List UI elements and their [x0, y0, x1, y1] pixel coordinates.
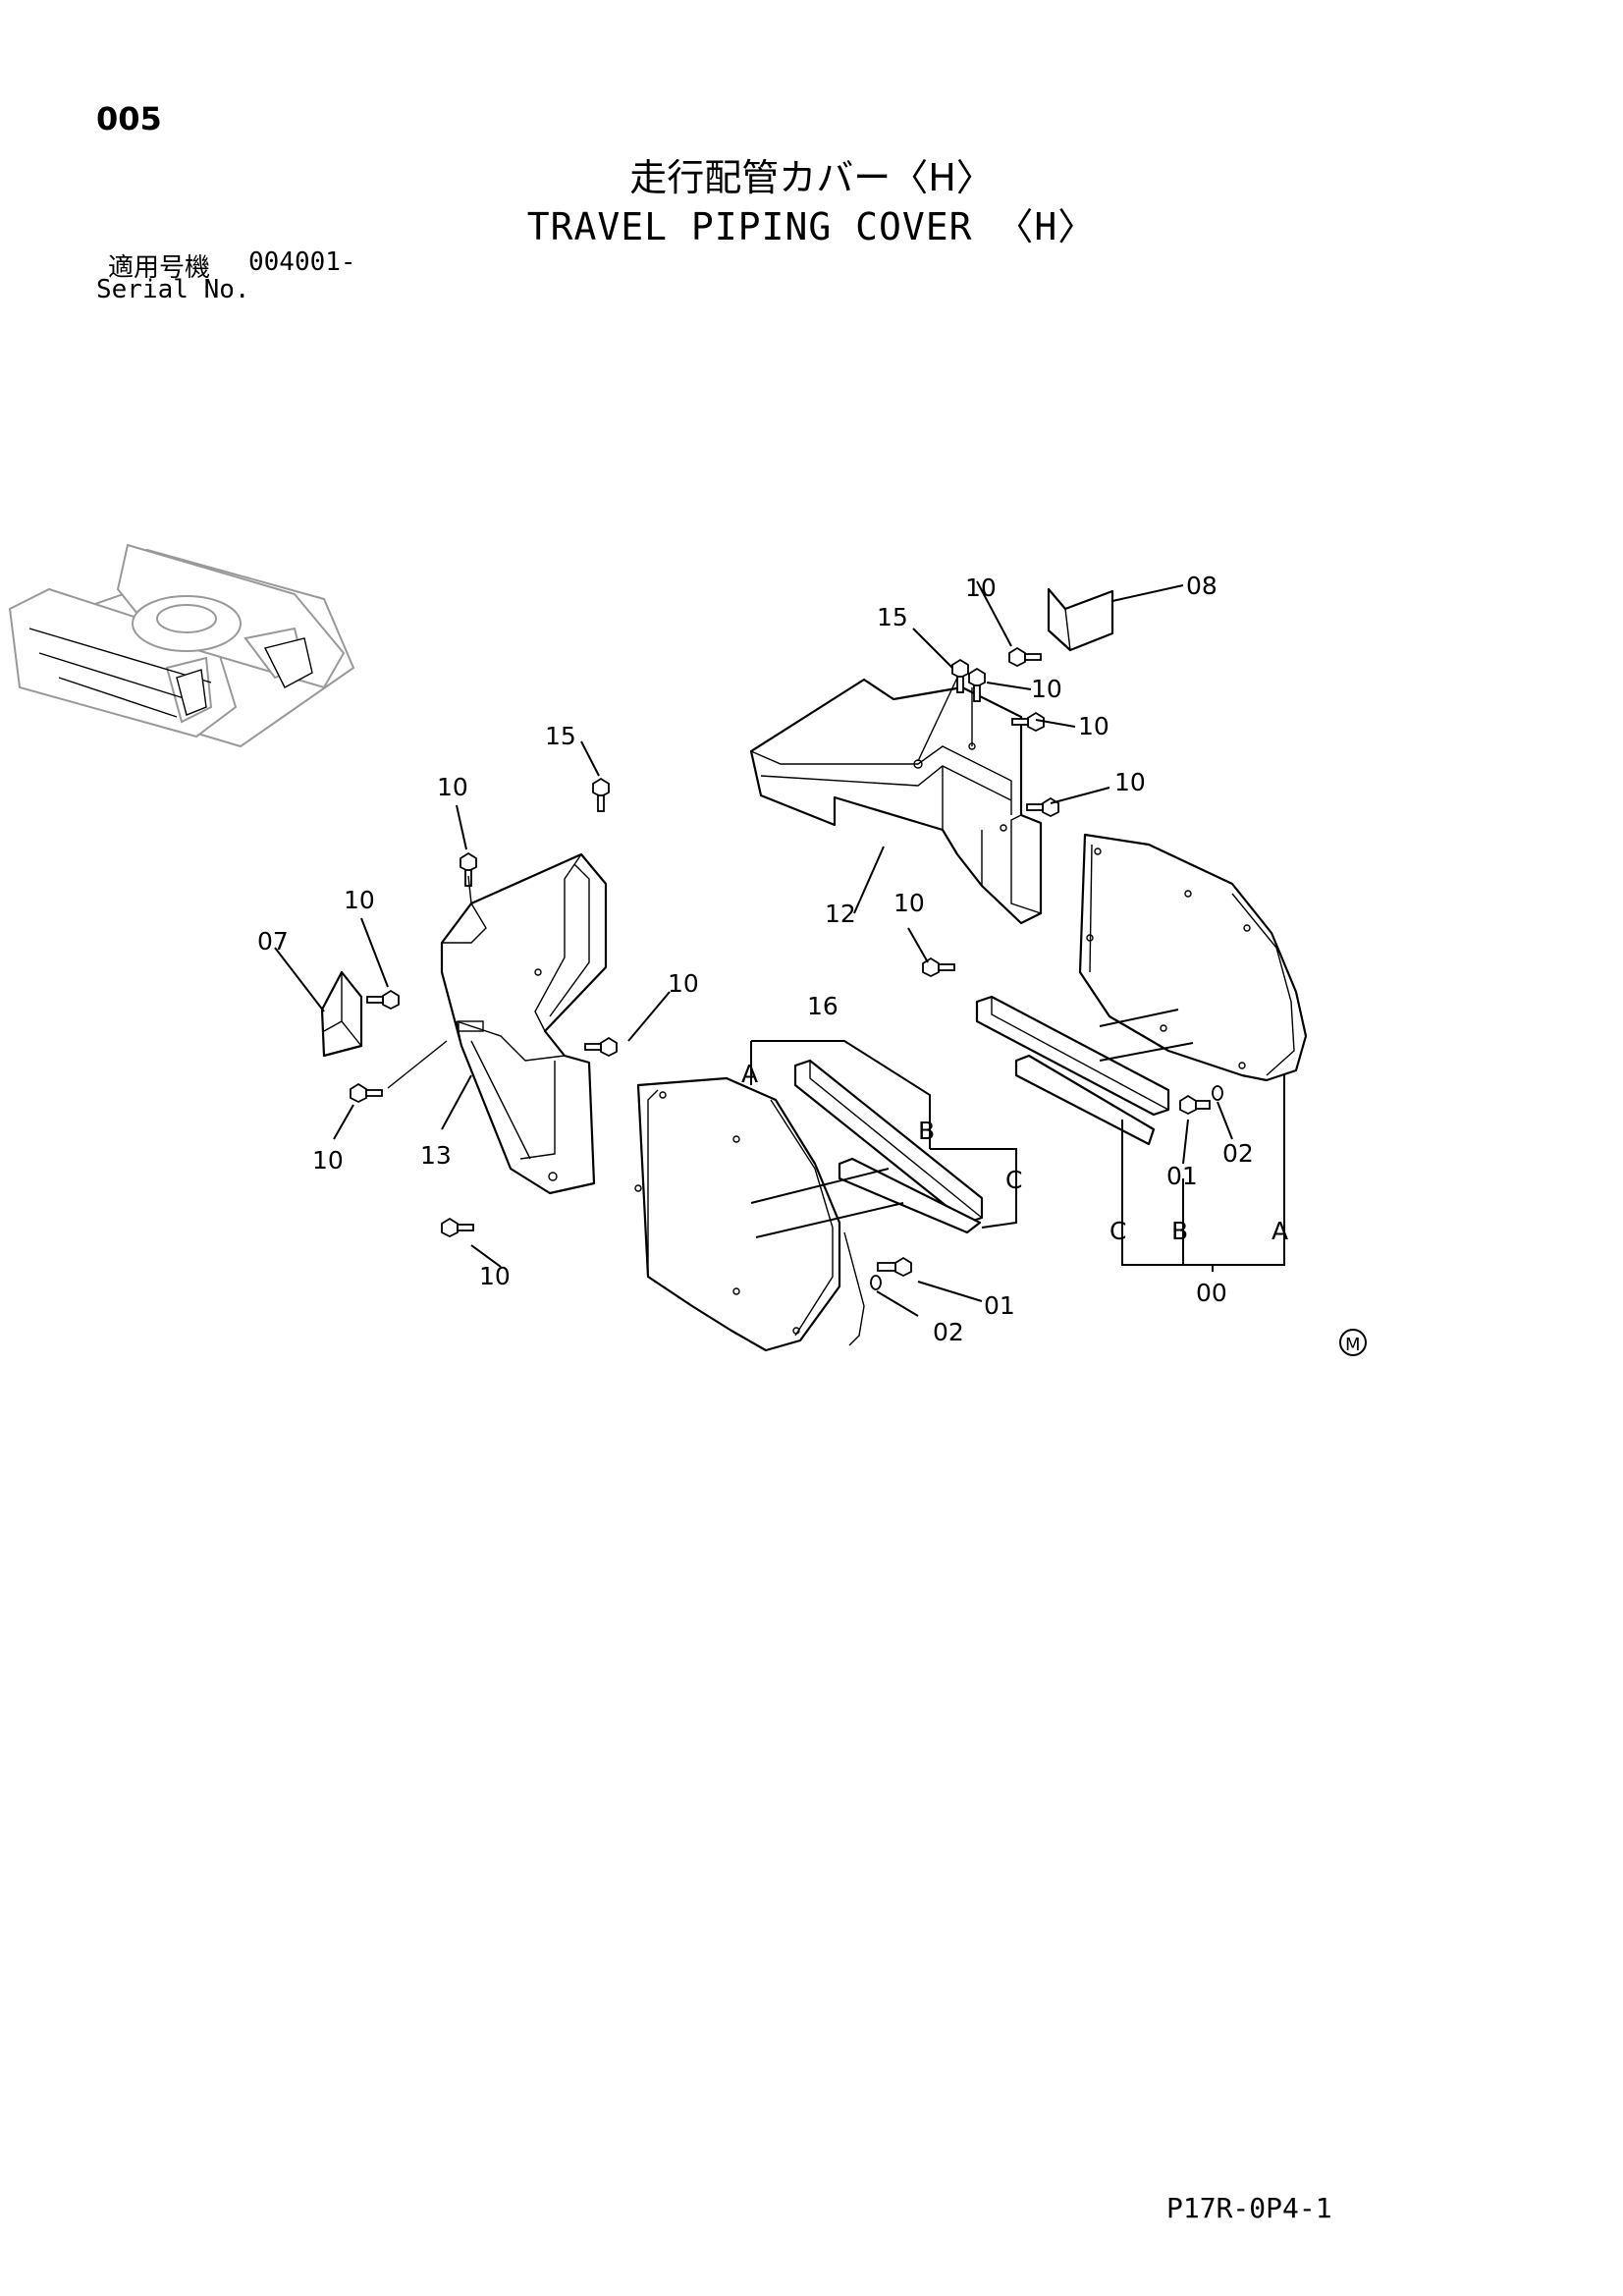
serial-number-value: 004001-: [248, 247, 356, 277]
callout-13: 13: [420, 1141, 452, 1170]
callout-labels: 08 10 15 10 10 10 12 10 15 10 10 07 10 1…: [257, 572, 1288, 1346]
callout-15-left: 15: [545, 722, 576, 750]
callout-10-a: 10: [1031, 675, 1062, 703]
callout-00: 00: [1196, 1279, 1227, 1307]
callout-b-right: B: [1171, 1217, 1188, 1245]
callout-10-top: 10: [965, 574, 997, 602]
callout-01-left: 01: [984, 1291, 1015, 1320]
part-13-cover: [440, 852, 608, 1195]
callout-10-mid: 10: [668, 969, 699, 998]
callout-c-left: C: [1005, 1166, 1022, 1194]
callout-10-lower-left: 10: [312, 1146, 344, 1175]
callout-a-right: A: [1271, 1217, 1288, 1245]
callout-12: 12: [825, 900, 856, 928]
callout-01-right: 01: [1166, 1162, 1198, 1190]
callout-10-left-top: 10: [437, 773, 468, 801]
callout-08: 08: [1186, 572, 1217, 600]
serial-label-english: Serial No.: [96, 275, 250, 304]
callout-10-b: 10: [1078, 712, 1109, 740]
callout-02-left: 02: [933, 1318, 964, 1346]
page-title-english: TRAVEL PIPING COVER 〈H〉: [526, 205, 1097, 248]
callout-a-left: A: [741, 1060, 758, 1088]
part-08-bracket: [1047, 584, 1184, 652]
callout-10-c: 10: [1114, 768, 1146, 796]
part-16-left-plate-assembly: [634, 1059, 984, 1352]
marker-letter: M: [1345, 1335, 1361, 1355]
callout-10-bracket: 10: [344, 886, 375, 914]
callout-10-bottom: 10: [479, 1262, 511, 1290]
serial-label-japanese: 適用号機: [108, 253, 211, 283]
callout-07: 07: [257, 927, 289, 956]
callout-c-right: C: [1109, 1217, 1126, 1245]
page-title-japanese: 走行配管カバー〈H〉: [629, 156, 994, 199]
part-00-right-plate-assembly: [975, 833, 1308, 1146]
part-12-cover: [749, 678, 1043, 925]
part-07-bracket: [274, 947, 363, 1058]
callout-b-left: B: [918, 1117, 935, 1145]
callout-02-right: 02: [1222, 1139, 1254, 1168]
leader-lines: [333, 580, 1285, 1317]
page-number: 005: [96, 100, 162, 137]
callout-15-top: 15: [877, 603, 908, 631]
bolt-set: [350, 646, 1223, 1290]
undercarriage-keymap: [8, 543, 355, 748]
circled-m-marker: M: [1339, 1329, 1367, 1356]
callout-10-d: 10: [893, 889, 925, 917]
callout-16: 16: [807, 992, 839, 1020]
document-code: P17R-0P4-1: [1166, 2192, 1332, 2224]
